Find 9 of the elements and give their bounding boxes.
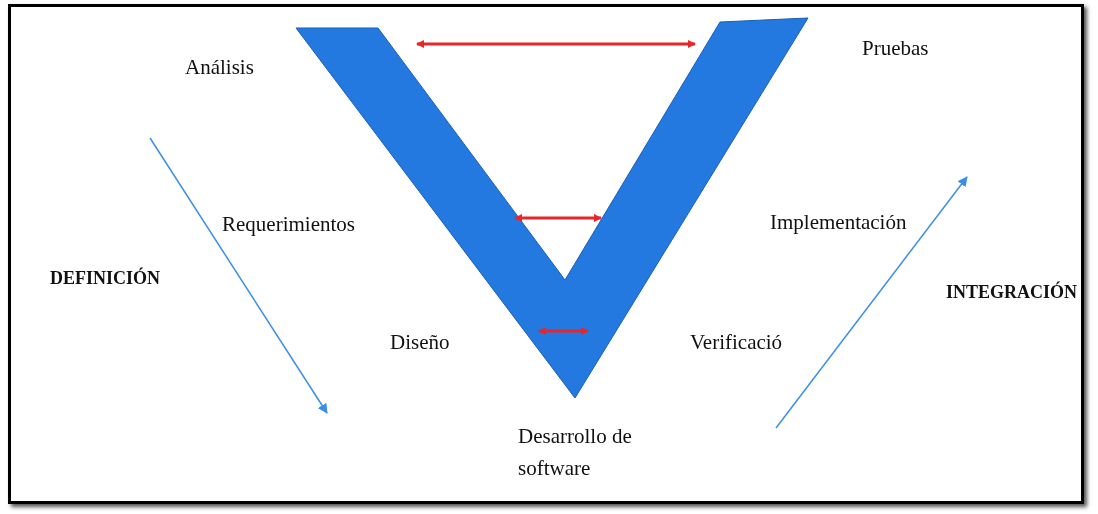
stage-label: Pruebas — [862, 36, 929, 61]
stage-label: Verificació — [690, 330, 783, 355]
stage-label: Análisis — [185, 55, 254, 80]
stage-label: Implementación — [770, 210, 907, 235]
phase-heading: DEFINICIÓN — [50, 268, 160, 289]
phase-heading: INTEGRACIÓN — [946, 282, 1078, 303]
stage-label: Diseño — [390, 330, 450, 355]
stage-label: Requerimientos — [222, 212, 355, 237]
stage-label: Desarrollo de software — [518, 423, 633, 482]
